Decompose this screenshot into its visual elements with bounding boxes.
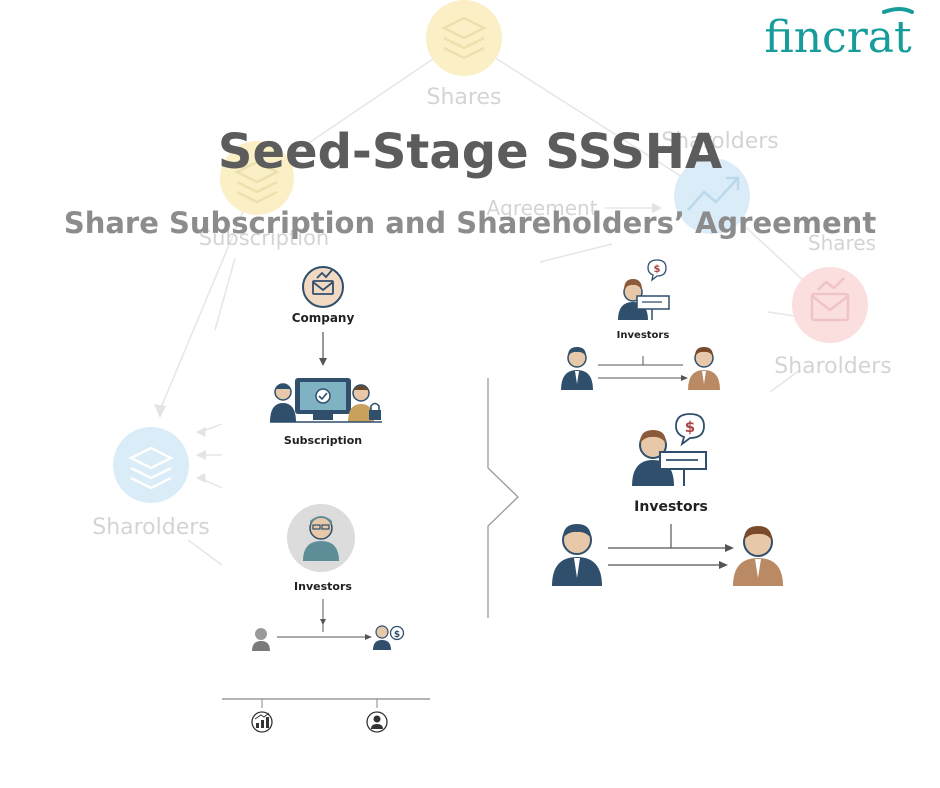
investors-node: Investors: [287, 504, 355, 593]
envelope-chart-icon: [810, 277, 850, 322]
divider-bracket: [487, 378, 519, 618]
chart-icon: [251, 711, 273, 733]
layers-icon: [441, 16, 487, 60]
person-icon: [303, 516, 339, 561]
svg-text:$: $: [394, 630, 400, 640]
fincrat-logo: fincrat: [764, 7, 914, 63]
person-icon: [733, 526, 783, 586]
layers-icon: [234, 160, 280, 204]
background-network: Shares Subscription Sharolders Agreement…: [92, 0, 892, 566]
person-icon: [252, 628, 270, 651]
lock-icon: [369, 402, 381, 420]
dollar-bubble-icon: $: [389, 625, 405, 641]
chart-icon: [687, 176, 740, 211]
right-flow: $ Investors: [552, 259, 783, 586]
investors-small-label: Investors: [617, 330, 670, 341]
page-title: Seed-Stage SSSHA: [218, 124, 722, 180]
person-icon: [270, 383, 296, 422]
investors-label: Investors: [294, 580, 352, 593]
person-icon: [561, 347, 593, 390]
page-subtitle: Share Subscription and Shareholders’ Agr…: [64, 206, 877, 240]
svg-text:$: $: [654, 264, 661, 275]
person-icon: [552, 524, 602, 586]
bg-label-shareholders-top: Sharolders: [661, 129, 779, 154]
bg-label-subscription: Subscription: [199, 226, 329, 250]
bg-label-sharolders-left: Sharolders: [92, 515, 210, 540]
dollar-bubble-icon: $: [675, 413, 705, 447]
layers-icon: [128, 446, 174, 490]
mail-icon: [312, 269, 334, 295]
left-flow: Company: [222, 266, 430, 733]
company-node: Company: [292, 266, 355, 325]
company-label: Company: [292, 311, 355, 325]
investors-small-node: $ Investors: [617, 259, 670, 341]
bg-label-shares-right: Shares: [808, 231, 876, 255]
person-icon: [348, 384, 374, 422]
computer-icon: [295, 378, 351, 420]
bg-label-sharolders-right: Sharolders: [774, 354, 892, 379]
svg-text:$: $: [685, 418, 695, 436]
investors-large-node: $ Investors: [632, 413, 708, 515]
investors-large-label: Investors: [634, 499, 708, 515]
subscription-node: Subscription: [270, 378, 382, 447]
brand-name: fincrat: [764, 12, 912, 63]
bg-label-agreement: Agreement: [486, 196, 597, 220]
person-icon: [373, 625, 391, 650]
person-icon: [366, 711, 388, 733]
person-icon: [688, 347, 720, 390]
subscription-label: Subscription: [284, 434, 362, 447]
bg-label-shares-top: Shares: [427, 85, 502, 110]
dollar-bubble-icon: $: [647, 259, 667, 282]
